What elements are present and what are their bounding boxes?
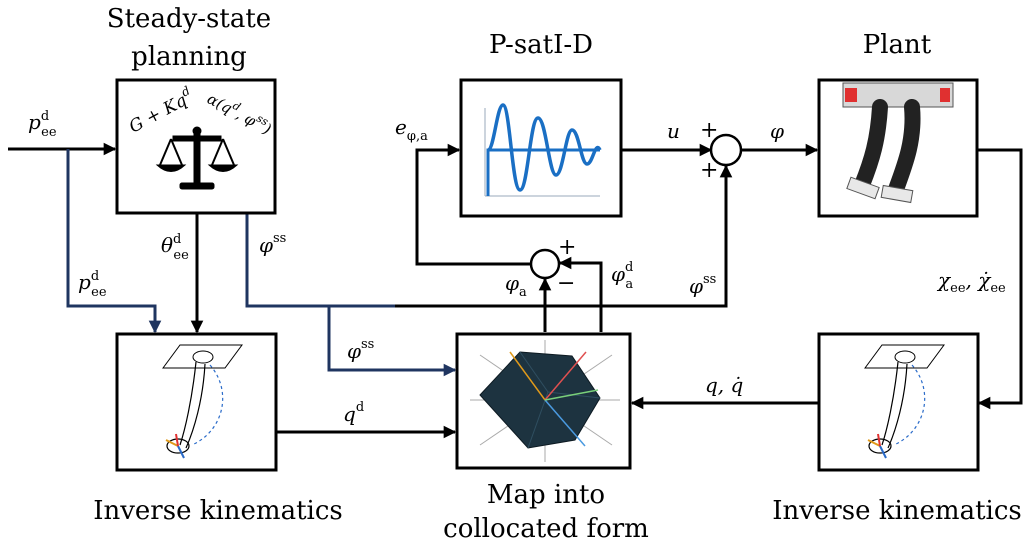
wire-p-ee-branch [66, 149, 162, 334]
wire-phi-ss-mid [245, 214, 395, 308]
inner-sum-junction [529, 248, 561, 280]
map-title-line1: Map into [487, 480, 605, 510]
inner-sum-minus: − [557, 271, 575, 296]
polytope-illustration [470, 340, 620, 462]
label-phi: φ [770, 119, 784, 143]
main-sum-plus-bottom: + [700, 158, 718, 183]
label-e-phi-a: eφ,a [395, 115, 428, 144]
plant-title: Plant [863, 30, 932, 60]
ik-right-illustration [864, 344, 945, 459]
wire-phi-ss-to-map [327, 306, 457, 377]
label-chi: χee, χ̇ee [936, 268, 1006, 296]
soft-robot-photo [842, 82, 954, 204]
map-title-line2: collocated form [443, 514, 649, 544]
label-q-qdot: q, q̇ [705, 373, 743, 397]
ik-left-illustration [162, 344, 243, 459]
wire-error [415, 143, 530, 266]
ik-left-title: Inverse kinematics [93, 496, 343, 526]
main-sum-plus-top: + [700, 118, 718, 143]
label-q-d: qd [343, 400, 364, 426]
label-phi-ss-mid: φss [347, 337, 374, 363]
wire-phi-a-d [558, 256, 603, 332]
main-sum-junction [709, 133, 743, 167]
label-phi-ss-top: φss [259, 231, 286, 257]
balance-scale-icon [155, 126, 239, 190]
step-response-plot [484, 103, 602, 197]
inner-sum-plus: + [558, 235, 576, 260]
planning-title-line1: Steady-state [107, 4, 271, 34]
wire-phi-ss-right [395, 164, 733, 308]
wire-chi [977, 148, 1023, 410]
ik-right-title: Inverse kinematics [772, 496, 1022, 526]
label-phi-ss-right: φss [689, 272, 716, 298]
planning-title-line2: planning [131, 42, 247, 72]
controller-title: P-satI-D [489, 30, 593, 60]
label-u: u [667, 119, 680, 143]
label-phi-a: φa [505, 271, 527, 300]
